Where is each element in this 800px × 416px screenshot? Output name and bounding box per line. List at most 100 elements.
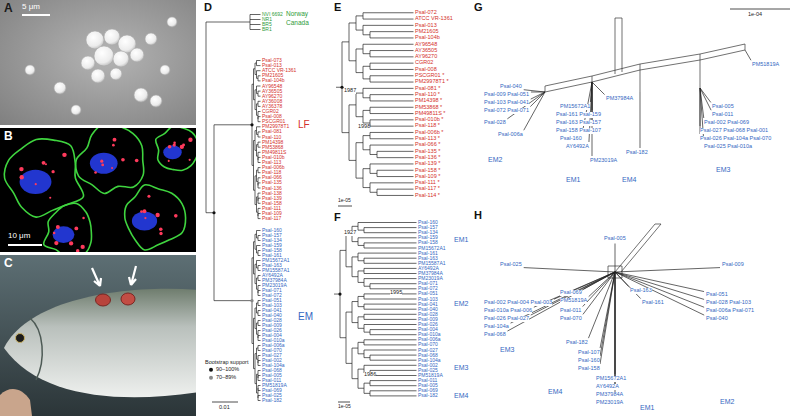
branch	[358, 296, 364, 297]
micrograph-ground	[0, 0, 196, 125]
branch	[377, 176, 414, 177]
network-tip: Psal-025 Psal-010a	[704, 144, 752, 150]
branch	[346, 363, 352, 364]
network-tip: Psal-026 Psal-104a Psal-070	[700, 136, 771, 142]
branch	[258, 91, 259, 96]
branch	[370, 50, 414, 51]
branch	[258, 305, 261, 306]
scale-label: 5 μm	[22, 3, 40, 11]
branch	[258, 101, 261, 102]
network-tip: Psal-010a Psal-006	[484, 308, 532, 314]
branch	[364, 273, 417, 274]
branch	[370, 355, 417, 356]
branch	[356, 72, 363, 73]
legend-marker	[209, 368, 213, 372]
scale-bar	[22, 14, 50, 16]
branch	[258, 330, 261, 331]
branch	[340, 337, 346, 338]
clade-label: EM2	[488, 156, 502, 163]
branch	[258, 300, 261, 301]
branch	[363, 88, 414, 89]
branch	[358, 353, 364, 354]
branch	[346, 312, 352, 313]
bootstrap-value: 1987	[344, 88, 356, 94]
branch	[370, 126, 414, 127]
branch	[258, 265, 261, 266]
tip-label: Psal-182	[418, 393, 438, 398]
branch	[256, 231, 257, 239]
network-tip: Psal-161 Psal-159	[556, 112, 601, 118]
network-tip: Psal-005	[712, 104, 734, 110]
pathogen-dot	[19, 167, 23, 171]
fish-photo	[0, 266, 196, 416]
branch	[256, 145, 257, 156]
branch	[352, 301, 358, 302]
branch	[370, 107, 414, 108]
network-tip: PM51819A	[752, 62, 779, 68]
branch	[346, 266, 352, 267]
tip-label: AY36505	[415, 48, 437, 54]
branch	[340, 250, 346, 251]
branch	[352, 378, 358, 379]
branch	[257, 245, 261, 246]
network-tip: Psal-072 Psal-071	[484, 108, 529, 114]
pathogen-dot	[188, 138, 192, 142]
branch	[356, 178, 363, 179]
branch	[364, 268, 417, 269]
clade-label: EM1	[454, 236, 468, 243]
scale-bar	[338, 206, 352, 207]
branch	[258, 121, 261, 122]
cell-photo	[4, 128, 196, 252]
group-label: EM	[298, 312, 313, 322]
fish-body	[4, 289, 196, 397]
branch	[257, 60, 261, 61]
branch	[258, 75, 261, 76]
branch	[352, 322, 358, 323]
network-edge	[524, 268, 615, 272]
branch	[258, 356, 259, 364]
branch	[356, 116, 363, 117]
branch	[258, 193, 259, 201]
tip-label: PM14398 *	[415, 98, 442, 104]
branch	[258, 137, 261, 138]
pathogen-dot	[56, 225, 60, 229]
branch	[363, 187, 370, 188]
network-split	[545, 44, 745, 92]
branch	[258, 213, 261, 214]
bootstrap-value: 1998	[358, 124, 370, 130]
branch	[364, 304, 417, 305]
network-edge	[700, 88, 704, 142]
branch	[255, 176, 256, 205]
tip-label: AY96270	[415, 54, 437, 60]
spore	[113, 51, 129, 67]
tip-label: Psal-006b *	[415, 130, 443, 136]
tip-label: Psal-136 *	[415, 155, 440, 161]
panel-letter: F	[334, 212, 341, 223]
network-tip: Psal-160	[560, 136, 582, 142]
branch	[258, 76, 259, 81]
panel-letter: C	[4, 257, 13, 269]
bootstrap-value: 1995	[390, 290, 402, 296]
branch	[370, 100, 414, 101]
branch	[258, 390, 261, 391]
network-tip: Psal-005	[604, 236, 626, 242]
branch	[364, 299, 417, 300]
branch	[258, 270, 261, 271]
branch	[370, 75, 414, 76]
branch	[352, 241, 358, 242]
branch	[255, 308, 256, 329]
network-tip: Psal-104a	[484, 324, 509, 330]
spore	[145, 33, 157, 45]
branch	[356, 93, 363, 94]
panel-letter: G	[474, 2, 483, 13]
network-tip: Psal-160	[578, 358, 600, 364]
branch	[370, 163, 414, 164]
network-split	[615, 18, 700, 92]
branch	[370, 385, 417, 386]
branch	[258, 132, 259, 137]
pathogen-dot	[42, 161, 46, 165]
branch	[377, 151, 414, 152]
branch	[258, 177, 261, 178]
branch	[258, 203, 261, 204]
scale-label: 1e-05	[338, 198, 351, 203]
